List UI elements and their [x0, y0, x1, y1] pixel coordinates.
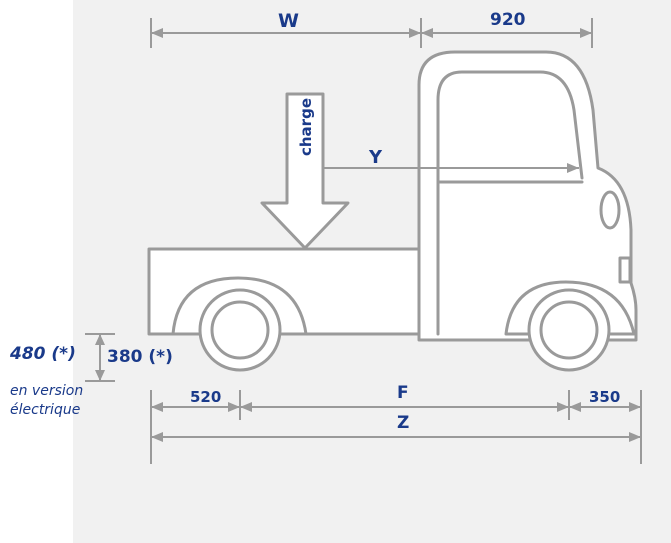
rear-overhang-label: 350	[589, 388, 621, 406]
front-wheel-rim	[539, 300, 599, 360]
y-label: Y	[369, 147, 383, 168]
ground-clearance-label: 380 (*)	[107, 347, 173, 367]
headlight	[599, 190, 621, 230]
y-dimension-line	[323, 163, 579, 173]
cab-outline	[417, 50, 638, 342]
electric-note-line2: électrique	[10, 402, 81, 418]
w-label: W	[278, 10, 299, 32]
ground-clearance-electric-label: 480 (*)	[10, 344, 76, 364]
f-label: F	[397, 383, 409, 403]
rear-wheel-rim	[210, 300, 270, 360]
electric-note-line1: en version	[10, 383, 84, 399]
z-label: Z	[397, 413, 410, 433]
ground-clearance-dimension	[85, 333, 115, 382]
front-grille	[618, 256, 632, 284]
left-margin	[0, 0, 73, 543]
z-dimension-line	[151, 432, 641, 442]
top-dimension-line	[150, 18, 593, 48]
lower-dimension-line	[150, 390, 642, 464]
load-arrow	[260, 92, 350, 250]
cab-window-frame	[436, 70, 584, 336]
front-overhang-label: 520	[190, 388, 222, 406]
load-arrow-label: charge	[297, 97, 316, 157]
cab-length-label: 920	[490, 10, 526, 30]
